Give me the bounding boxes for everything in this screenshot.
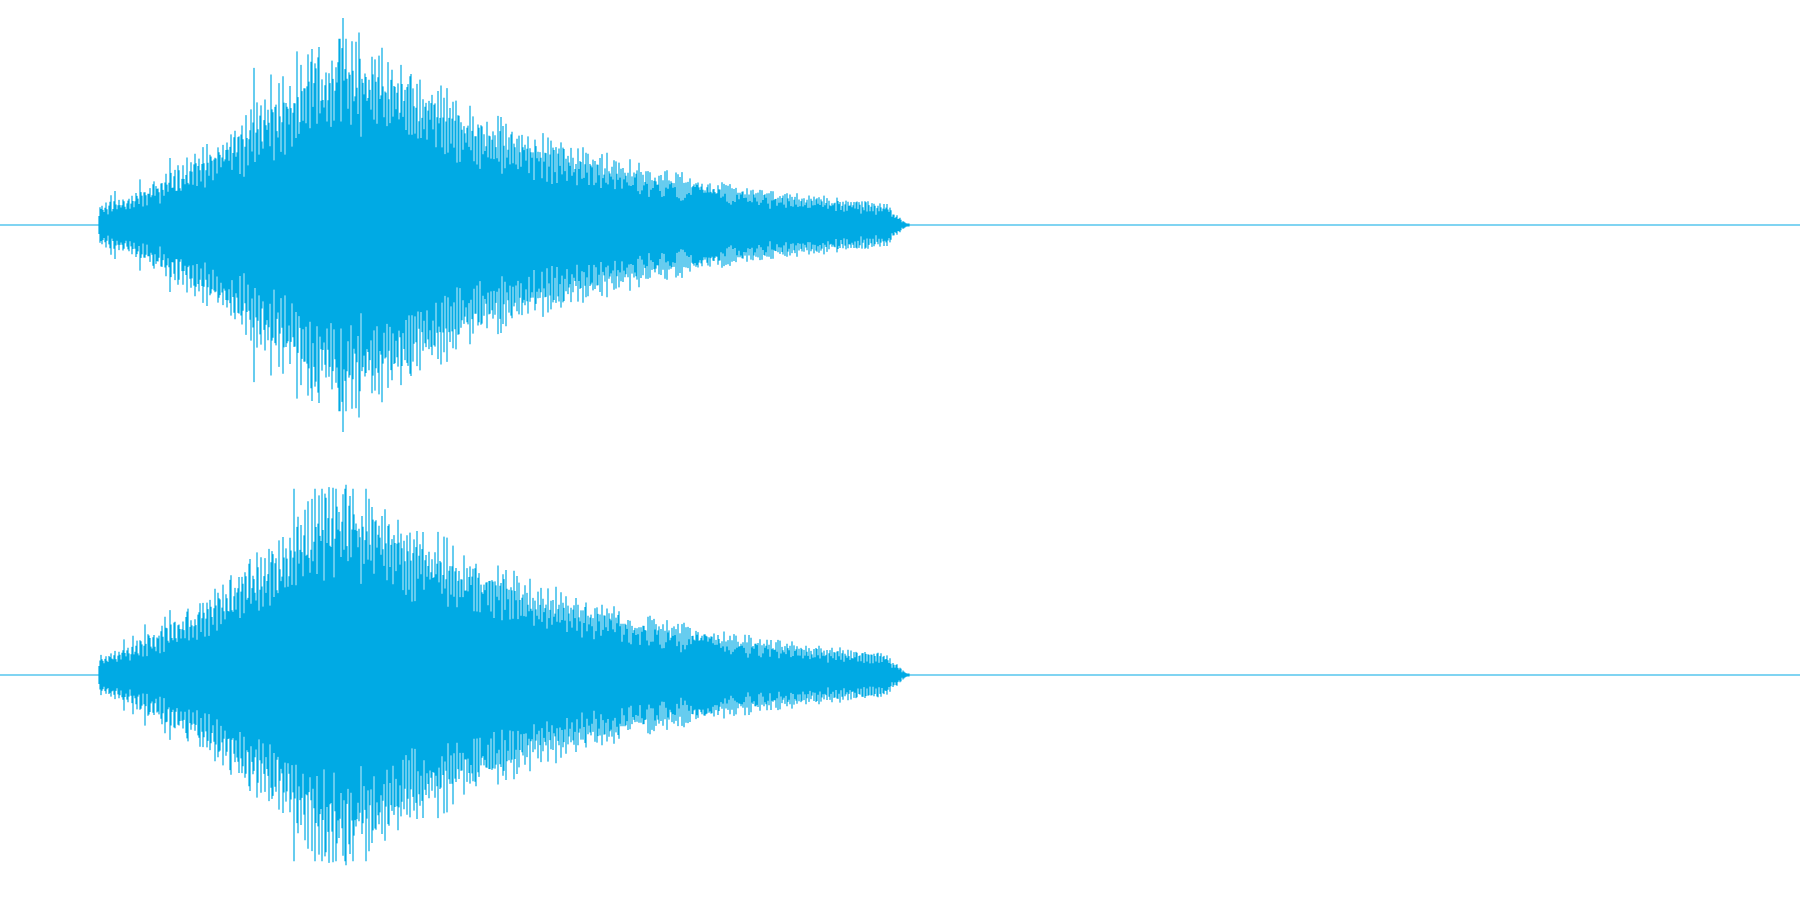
channel-right: [0, 484, 1800, 866]
channel-waveform: [98, 18, 910, 432]
channel-waveform: [98, 484, 910, 866]
channel-left: [0, 18, 1800, 432]
